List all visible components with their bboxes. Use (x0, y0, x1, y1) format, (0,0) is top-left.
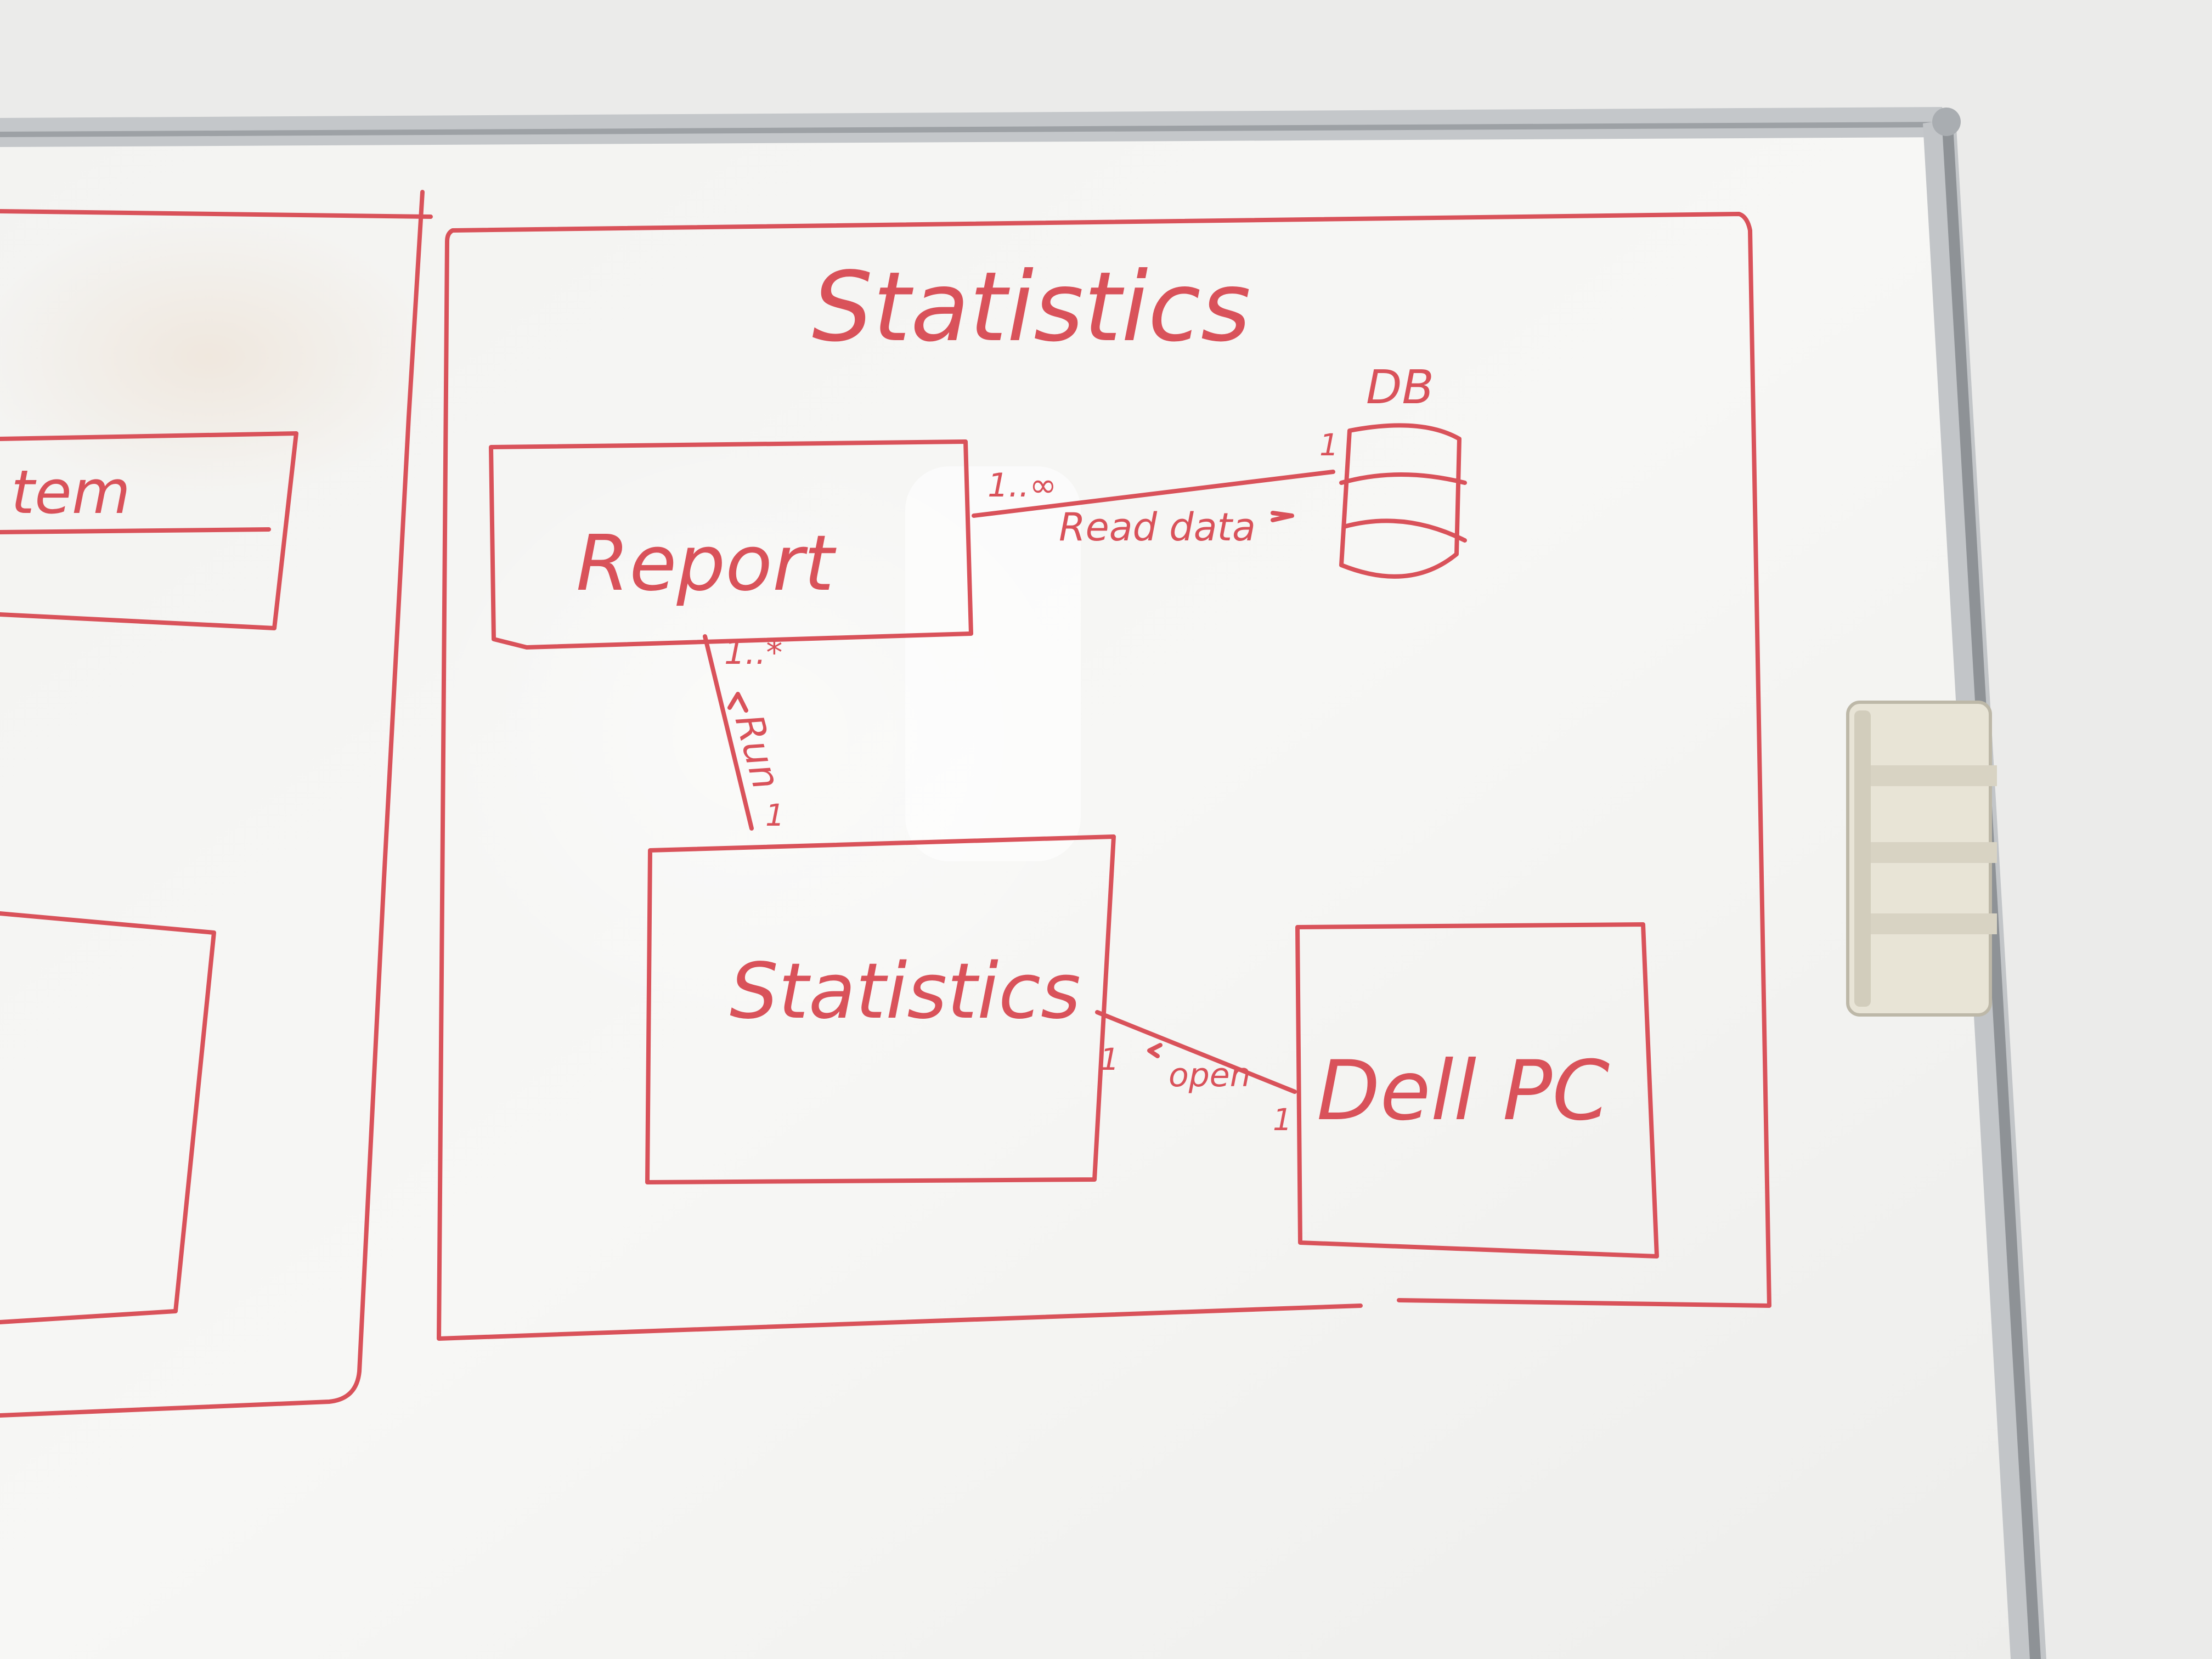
statistics-frame (437, 212, 1771, 1341)
window-glare-bright (905, 466, 1081, 861)
db-cylinder (1339, 423, 1467, 579)
left-class-box (0, 431, 298, 630)
left-partial-label: tem (11, 457, 131, 527)
whiteboard-drawing (0, 190, 1771, 1418)
statistics-box-label: Statistics (730, 947, 1081, 1036)
report-db-multiplicity: 1..∞ (988, 466, 1057, 505)
report-box-label: Report (576, 519, 837, 608)
read-data-arrowhead (1271, 511, 1294, 522)
read-data-label: Read data (1059, 505, 1256, 550)
open-association (1095, 1010, 1297, 1094)
frame-corner-cap (1932, 108, 1961, 136)
diagram-title: Statistics (812, 252, 1251, 363)
run-end-multiplicity: 1 (765, 798, 785, 833)
marker-holder (1846, 701, 1997, 1017)
report-box (489, 439, 973, 650)
board-frame-top-edge (0, 122, 1946, 137)
left-lower-box (0, 911, 216, 1324)
read-data-association (972, 470, 1335, 518)
run-association (703, 634, 754, 831)
open-label: open (1169, 1056, 1251, 1094)
db-multiplicity: 1 (1319, 427, 1339, 462)
dell-pc-box (1295, 922, 1659, 1259)
dell-pc-box-label: Dell PC (1317, 1043, 1610, 1139)
statistics-box (645, 834, 1116, 1184)
run-arrowhead (727, 692, 748, 713)
open-right-multiplicity: 1 (1273, 1102, 1292, 1137)
open-arrowhead (1147, 1043, 1163, 1058)
light-reflection (0, 214, 439, 499)
left-partial-box-top (0, 209, 433, 219)
report-statistics-multiplicity: 1..* (724, 634, 782, 672)
open-left-multiplicity: 1 (1100, 1042, 1119, 1077)
left-panel-border (0, 190, 425, 1418)
db-label: DB (1366, 360, 1434, 415)
